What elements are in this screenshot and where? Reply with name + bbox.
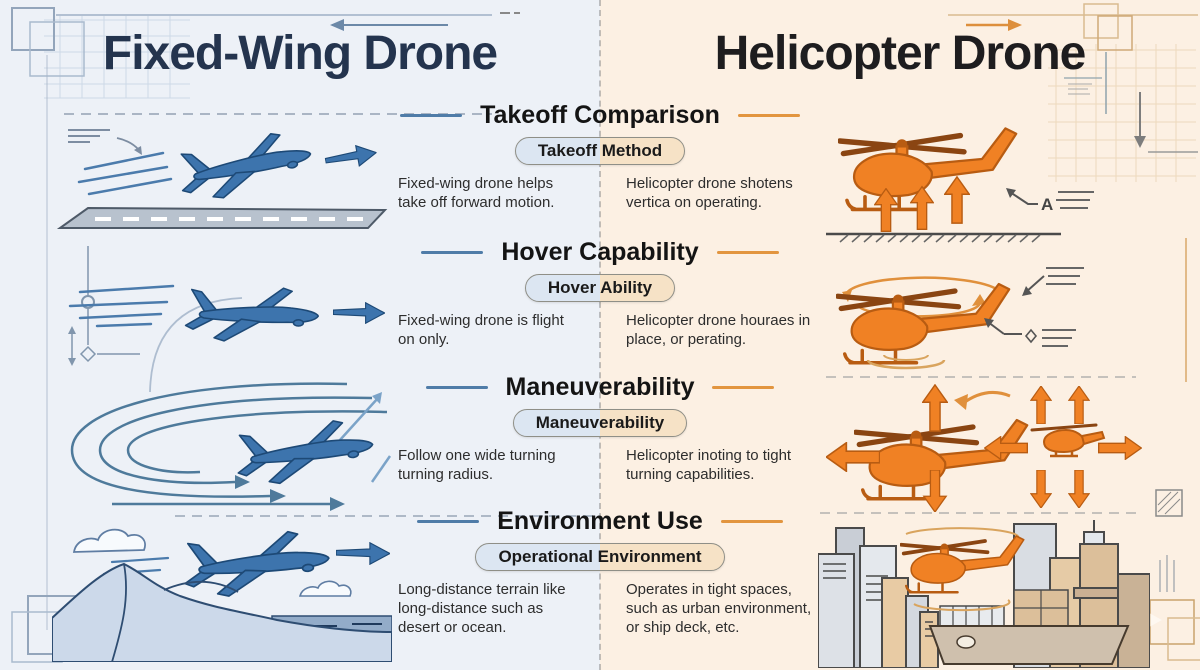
helicopter-text: Helicopter drone houraes in place, or pe… (626, 312, 811, 349)
cloud-icon (72, 528, 146, 553)
heading-dash-left (417, 520, 480, 523)
heading-dash-right (720, 520, 783, 523)
city-buildings-left (818, 527, 939, 668)
arrow-up-icon (944, 176, 970, 224)
heading-dash-left (421, 251, 484, 254)
section-badge: Takeoff Method (514, 137, 686, 165)
cloud-icon (298, 580, 352, 597)
arrow-up-icon (1030, 386, 1052, 424)
section-heading: Takeoff Comparison (480, 101, 720, 129)
fixedwing-text: Long-distance terrain like long-distance… (398, 581, 566, 637)
section-heading: Maneuverability (505, 373, 695, 401)
center-divider (599, 0, 601, 670)
heading-dash-right (712, 386, 775, 389)
helicopter-icon (838, 284, 1010, 363)
section-hover: Hover Capability Hover Ability Fixed-win… (378, 238, 822, 349)
helicopter-maneuver-illustration (826, 384, 1148, 512)
heading-dash-left (400, 114, 463, 117)
section-takeoff: Takeoff Comparison Takeoff Method Fixed-… (378, 101, 822, 212)
fixed-wing-title: Fixed-Wing Drone (102, 27, 498, 80)
heading-dash-right (737, 114, 800, 117)
helicopter-icon (900, 534, 1025, 595)
fixedwing-turning-illustration (42, 378, 392, 512)
arrow-right-icon (1098, 436, 1142, 460)
helicopter-takeoff-illustration: A (826, 112, 1098, 244)
section-heading: Hover Capability (501, 238, 699, 266)
fixedwing-takeoff-illustration (55, 115, 390, 237)
heading-dash-right (716, 251, 779, 254)
section-badge: Maneuverability (512, 409, 688, 437)
section-badge: Hover Ability (524, 274, 676, 302)
helicopter-text: Helicopter drone shotens vertica on oper… (626, 175, 793, 212)
annotation-label-a: A (1041, 195, 1053, 214)
plane-icon (232, 415, 377, 490)
dunes (52, 562, 392, 662)
arrow-right-icon (323, 141, 379, 173)
fixedwing-text: Follow one wide turning turning radius. (398, 447, 556, 484)
section-badge: Operational Environment (475, 543, 725, 571)
fixedwing-environment-illustration (52, 520, 392, 662)
helicopter-text: Operates in tight spaces, such as urban … (626, 581, 812, 637)
section-heading: Environment Use (497, 507, 703, 535)
arrow-up-icon (1068, 386, 1090, 424)
arrow-down-icon (1068, 470, 1090, 508)
heading-dash-left (425, 386, 488, 389)
fixedwing-cruise-illustration (55, 262, 390, 374)
helicopter-hover-illustration (828, 254, 1094, 376)
marker-glyph (1024, 328, 1038, 344)
arrow-up-icon (922, 384, 948, 432)
plane-icon (174, 125, 317, 207)
helicopter-icon (856, 420, 1028, 499)
mini-helicopter-icon (1030, 423, 1106, 458)
fixedwing-text: Fixed-wing drone is flight on only. (398, 312, 564, 349)
fixedwing-text: Fixed-wing drone helps take off forward … (398, 175, 555, 212)
section-environment: Environment Use Operational Environment … (378, 507, 822, 638)
helicopter-environment-illustration (818, 518, 1150, 668)
plane-icon (184, 287, 320, 342)
helicopter-title: Helicopter Drone (714, 27, 1087, 80)
arrow-right-icon (333, 302, 385, 324)
section-maneuverability: Maneuverability Maneuverability Follow o… (378, 373, 822, 484)
helicopter-text: Helicopter inoting to tight turning capa… (626, 447, 792, 484)
arrow-down-icon (1030, 470, 1052, 508)
